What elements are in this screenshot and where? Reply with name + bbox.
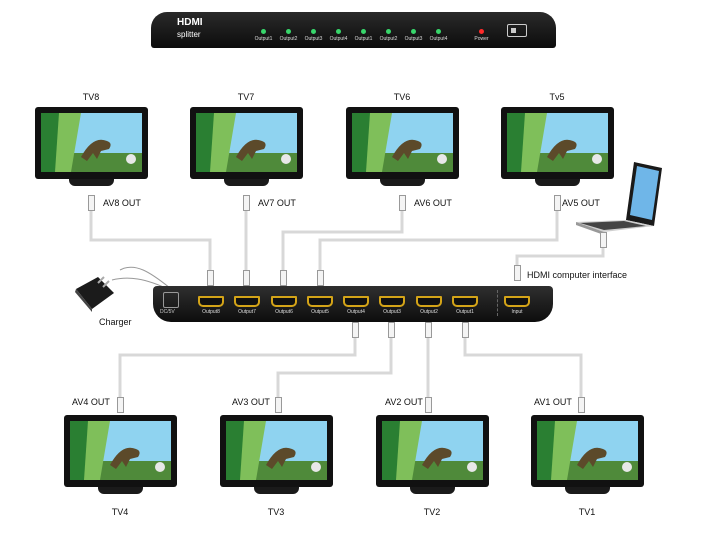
tv-screen <box>531 415 644 495</box>
output-label: AV5 OUT <box>562 198 600 208</box>
hdmi-plug <box>462 322 469 338</box>
led-indicator: Output2 <box>276 29 301 42</box>
tv-screen <box>220 415 333 495</box>
tv-screen <box>64 415 177 495</box>
output-label: AV6 OUT <box>414 198 452 208</box>
tv-screen <box>346 107 459 187</box>
computer-interface-label: HDMI computer interface <box>527 270 628 280</box>
output-label: AV7 OUT <box>258 198 296 208</box>
output-label: AV8 OUT <box>103 198 141 208</box>
tv-screen <box>35 107 148 187</box>
hdmi-plug <box>578 397 585 413</box>
tv-screen <box>376 415 489 495</box>
hdmi-output-port: Output8 <box>198 296 224 315</box>
tv-screen <box>501 107 614 187</box>
hdmi-plug <box>117 397 124 413</box>
hdmi-plug <box>275 397 282 413</box>
tv-label: TV2 <box>423 507 441 517</box>
tv-label: Tv5 <box>549 92 565 102</box>
hdmi-plug <box>280 270 287 286</box>
tv-label: TV4 <box>111 507 129 517</box>
laptop-icon <box>576 162 662 235</box>
hdmi-output-port: Output1 <box>452 296 478 315</box>
hdmi-output-port: Output4 <box>343 296 369 315</box>
hdmi-plug <box>207 270 214 286</box>
led-indicator: Output1 <box>251 29 276 42</box>
led-indicator: Output3 <box>401 29 426 42</box>
charger-label: Charger <box>99 317 132 327</box>
device-title: HDMI <box>177 17 203 28</box>
device-subtitle: splitter <box>177 30 201 39</box>
tv-label: TV7 <box>237 92 255 102</box>
output-label: AV2 OUT <box>385 397 423 407</box>
led-indicator: Output2 <box>376 29 401 42</box>
tv-label: TV3 <box>267 507 285 517</box>
hdmi-plug <box>554 195 561 211</box>
splitter-back-panel: DC/5V Output8 Output7 Output6 Output5 Ou… <box>153 286 553 322</box>
splitter-front-panel: HDMI splitter Output1 Output2 Output3 Ou… <box>151 12 556 48</box>
output-label: AV1 OUT <box>534 397 572 407</box>
led-indicator: Output3 <box>301 29 326 42</box>
hdmi-plug <box>352 322 359 338</box>
hdmi-plug <box>425 322 432 338</box>
tv-label: TV8 <box>82 92 100 102</box>
hdmi-plug <box>600 232 607 248</box>
hdmi-plug <box>243 195 250 211</box>
charger-icon <box>75 276 114 312</box>
hdmi-output-port: Output5 <box>307 296 333 315</box>
hdmi-plug <box>243 270 250 286</box>
hdmi-plug <box>317 270 324 286</box>
output-label: AV4 OUT <box>72 397 110 407</box>
led-indicator: Output4 <box>426 29 451 42</box>
output-label: AV3 OUT <box>232 397 270 407</box>
led-indicator: Output1 <box>351 29 376 42</box>
hdmi-output-port: Output6 <box>271 296 297 315</box>
hdmi-plug <box>388 322 395 338</box>
power-led: Power <box>469 29 494 42</box>
dc-label: DC/5V <box>160 309 175 315</box>
hdmi-output-port: Output3 <box>379 296 405 315</box>
hdmi-plug <box>514 265 521 281</box>
hdmi-plug <box>425 397 432 413</box>
tv-screen <box>190 107 303 187</box>
tv-label: TV1 <box>578 507 596 517</box>
hdmi-output-port: Output2 <box>416 296 442 315</box>
tv-label: TV6 <box>393 92 411 102</box>
hdmi-plug <box>399 195 406 211</box>
power-switch-icon <box>507 24 527 37</box>
hdmi-output-port: Output7 <box>234 296 260 315</box>
dc-power-jack-icon <box>163 292 179 308</box>
hdmi-plug <box>88 195 95 211</box>
led-indicator: Output4 <box>326 29 351 42</box>
hdmi-input-port: Input <box>504 296 530 315</box>
